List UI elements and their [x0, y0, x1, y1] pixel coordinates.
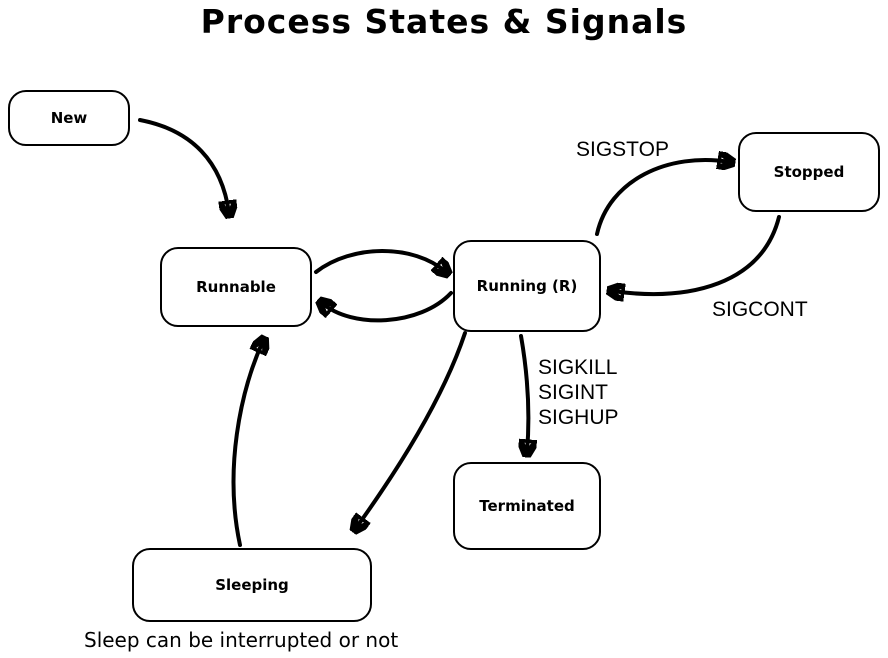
- arrow-running-to-sleeping: [356, 331, 467, 528]
- node-terminated: Terminated: [453, 462, 601, 550]
- label-sigcont: SIGCONT: [712, 298, 808, 321]
- arrow-new-to-runnable: [138, 118, 229, 213]
- diagram-title: Process States & Signals: [200, 2, 688, 41]
- arrow-running-to-stopped: [595, 160, 730, 236]
- sleep-caption: Sleep can be interrupted or not: [84, 628, 399, 652]
- arrow-sleeping-to-runnable: [231, 341, 263, 547]
- label-sigkill: SIGKILL: [538, 356, 618, 379]
- label-kill-signal-group: SIGKILL SIGINT SIGHUP: [538, 355, 619, 430]
- node-runnable: Runnable: [160, 247, 312, 327]
- node-sleeping-label: Sleeping: [215, 576, 289, 594]
- node-stopped: Stopped: [738, 132, 880, 212]
- node-running-label: Running (R): [476, 277, 578, 295]
- node-terminated-label: Terminated: [479, 497, 575, 515]
- node-runnable-label: Runnable: [196, 278, 276, 296]
- arrow-stopped-to-running: [612, 215, 781, 294]
- node-sleeping: Sleeping: [132, 548, 372, 622]
- label-sighup: SIGHUP: [538, 406, 619, 429]
- node-running: Running (R): [453, 240, 601, 332]
- label-sigstop: SIGSTOP: [576, 138, 669, 161]
- node-new: New: [8, 90, 130, 146]
- node-new-label: New: [50, 109, 88, 127]
- arrow-runnable-to-running: [314, 249, 446, 272]
- node-stopped-label: Stopped: [773, 163, 845, 181]
- arrow-running-to-terminated: [521, 334, 528, 452]
- label-sigint: SIGINT: [538, 381, 609, 404]
- arrow-running-to-runnable: [322, 291, 453, 323]
